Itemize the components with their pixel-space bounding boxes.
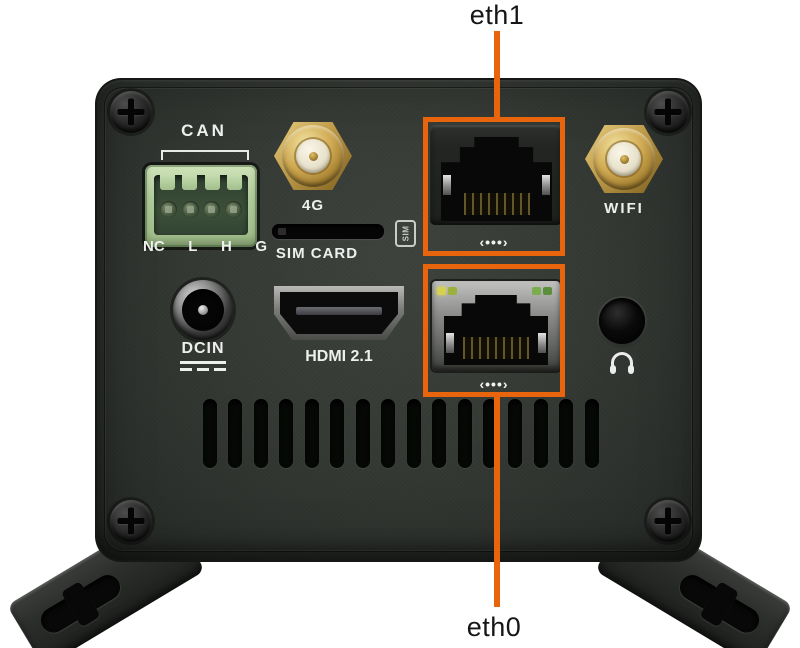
can-label: CAN [181,121,227,140]
can-recess [154,175,248,235]
vent-slot [406,399,421,468]
keyhole-slot [675,570,764,638]
vent-slot [228,399,243,468]
vent-slot [482,399,497,468]
sim-card-label: SIM CARD [275,245,359,262]
can-pin-g: G [255,238,267,255]
vent-slot [457,399,472,468]
vent-slot [253,399,268,468]
vent-grille [203,399,599,468]
corner-screw-icon [647,500,689,542]
sim-card-slot [272,224,384,239]
hdmi-label: HDMI 2.1 [305,348,373,365]
eth0-leader-line [494,397,500,607]
wifi-label: WIFI [604,200,644,217]
keyhole-slot [36,570,125,638]
dc-in-jack [173,280,233,340]
corner-screw-icon [647,91,689,133]
vent-slot [330,399,345,468]
panel-face-groove [104,87,693,552]
eth0-highlight-box [423,264,565,397]
dc-symbol-dashed-line [180,368,226,371]
device-rear-panel: CAN NC L H G 4G [95,78,702,562]
can-bracket-line [161,150,249,160]
dc-symbol-solid-line [180,361,226,364]
vent-slot [279,399,294,468]
eth1-callout-label: eth1 [469,0,525,30]
can-pin-nc: NC [143,238,165,255]
vent-slot [559,399,574,468]
vent-slot [203,399,217,468]
sim-icon: SIM [395,220,416,247]
vent-slot [432,399,447,468]
eth1-leader-line [494,31,500,117]
network-icon: ‹•••› [479,376,509,392]
4g-antenna-connector [274,117,352,195]
can-pin-l: L [188,238,198,255]
network-icon: ‹•••› [479,234,509,250]
corner-screw-icon [110,91,152,133]
eth0-port [432,281,560,371]
headphone-icon [608,352,636,374]
4g-label: 4G [301,197,324,214]
eth0-led [437,287,446,295]
vent-slot [533,399,548,468]
dcin-label: DCIN [181,340,225,357]
corner-screw-icon [110,500,152,542]
eth0-led [543,287,552,295]
vent-slot [304,399,319,468]
vent-slot [508,399,523,468]
eth0-led [448,287,457,295]
eth0-callout-label: eth0 [466,612,522,642]
eth1-port [430,125,562,225]
can-pins [160,201,242,218]
can-tabs [160,175,242,190]
hdmi-port [274,286,404,340]
eth0-led [532,287,541,295]
wifi-antenna-connector [585,120,663,198]
vent-slot [355,399,370,468]
can-terminal-block [145,165,257,247]
can-pin-labels: NC L H G [143,238,267,255]
eth1-highlight-box [423,117,565,256]
can-pin-h: H [220,238,232,255]
vent-slot [381,399,396,468]
vent-slot [584,399,599,468]
headphone-jack [599,298,645,344]
